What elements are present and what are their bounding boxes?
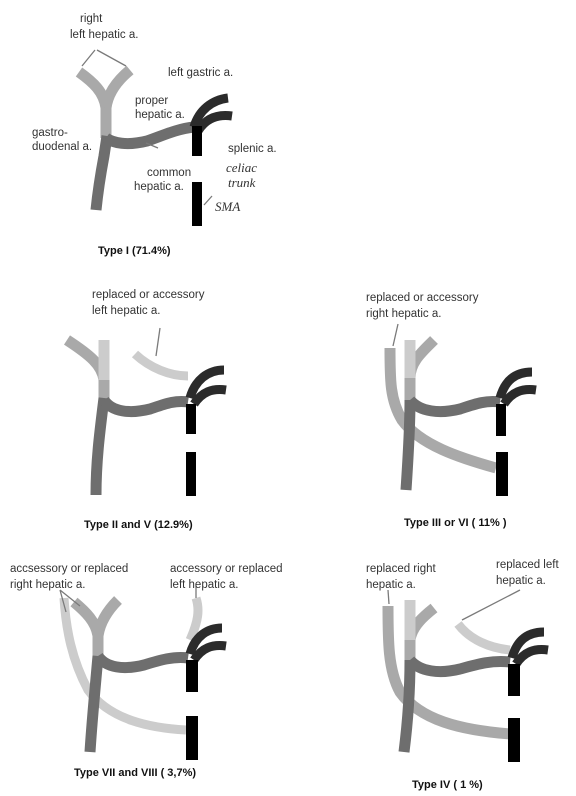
leader-line bbox=[388, 590, 389, 604]
caption-type-7: Type VII and VIII ( 3,7%) bbox=[74, 767, 196, 779]
caption-type-4: Type IV ( 1 %) bbox=[412, 779, 483, 791]
label-splenic: splenic a. bbox=[228, 143, 277, 155]
label-replaced-left-1: replaced or accessory bbox=[92, 289, 205, 301]
superior-mesenteric-artery bbox=[508, 718, 520, 762]
caption-type-1: Type I (71.4%) bbox=[98, 245, 171, 257]
label-left-hepatic: left hepatic a. bbox=[70, 29, 138, 41]
superior-mesenteric-artery bbox=[496, 452, 508, 496]
label-sma: SMA bbox=[215, 199, 240, 214]
label-proper-1: proper bbox=[135, 95, 168, 107]
label-accessory-right-1: accsessory or replaced bbox=[10, 563, 128, 575]
label-replaced-left-2: left hepatic a. bbox=[92, 305, 160, 317]
splenic-artery bbox=[504, 390, 536, 404]
label-replaced-right-1: replaced or accessory bbox=[366, 292, 479, 304]
label-accessory-left-1: accessory or replaced bbox=[170, 563, 283, 575]
replaced-left-hepatic-artery bbox=[458, 624, 510, 650]
label-replaced-right-2: hepatic a. bbox=[366, 579, 416, 591]
gastroduodenal-artery bbox=[404, 660, 410, 752]
splenic-artery bbox=[198, 116, 232, 131]
label-accessory-left-2: left hepatic a. bbox=[170, 579, 238, 591]
common-hepatic-artery bbox=[410, 400, 500, 412]
panel-type-7: accsessory or replaced right hepatic a. … bbox=[10, 563, 283, 779]
celiac-trunk bbox=[186, 660, 198, 692]
label-accessory-right-2: right hepatic a. bbox=[10, 579, 85, 591]
label-gastro-1: gastro- bbox=[32, 127, 68, 139]
panel-type-2: replaced or accessory left hepatic a. Ty… bbox=[67, 289, 226, 531]
label-celiac-2: trunk bbox=[228, 175, 256, 190]
gastroduodenal-artery bbox=[90, 656, 98, 752]
leader-line bbox=[156, 328, 160, 356]
superior-mesenteric-artery bbox=[186, 716, 198, 760]
label-replaced-right-2: right hepatic a. bbox=[366, 308, 441, 320]
splenic-artery bbox=[516, 650, 548, 664]
panel-type-3: replaced or accessory right hepatic a. T… bbox=[366, 292, 536, 529]
celiac-trunk bbox=[186, 404, 196, 434]
label-replaced-right-1: replaced right bbox=[366, 563, 436, 575]
replaced-left-hepatic-artery bbox=[135, 354, 188, 376]
label-gastro-2: duodenal a. bbox=[32, 141, 92, 153]
label-left-gastric: left gastric a. bbox=[168, 67, 233, 79]
label-replaced-left-1: replaced left bbox=[496, 559, 559, 571]
label-proper-2: hepatic a. bbox=[135, 109, 185, 121]
left-hepatic-artery bbox=[98, 600, 118, 636]
splenic-artery bbox=[194, 646, 226, 660]
label-common-1: common bbox=[147, 167, 191, 179]
leader-line bbox=[462, 590, 520, 620]
leader-line bbox=[204, 196, 212, 205]
common-hepatic-artery bbox=[98, 656, 188, 668]
superior-mesenteric-artery bbox=[192, 182, 202, 226]
superior-mesenteric-artery bbox=[186, 452, 196, 496]
label-celiac-1: celiac bbox=[226, 160, 257, 175]
common-hepatic-artery bbox=[410, 660, 510, 672]
common-hepatic-artery bbox=[106, 127, 194, 144]
leader-line bbox=[82, 50, 126, 66]
celiac-trunk bbox=[192, 126, 202, 156]
leader-line bbox=[393, 324, 398, 346]
right-hepatic-artery bbox=[67, 340, 104, 380]
gastroduodenal-artery bbox=[96, 136, 107, 210]
splenic-artery bbox=[194, 390, 226, 404]
caption-type-2: Type II and V (12.9%) bbox=[84, 519, 193, 531]
celiac-trunk bbox=[496, 404, 506, 436]
label-right: right bbox=[80, 13, 103, 25]
gastroduodenal-artery bbox=[96, 398, 104, 495]
panel-type-1: right left hepatic a. left gastric a. pr… bbox=[32, 13, 277, 257]
left-hepatic-artery bbox=[106, 70, 130, 108]
gastroduodenal-artery bbox=[406, 400, 410, 490]
label-common-2: hepatic a. bbox=[134, 181, 184, 193]
caption-type-3: Type III or VI ( 11% ) bbox=[404, 517, 507, 529]
common-hepatic-artery bbox=[104, 400, 188, 412]
celiac-trunk bbox=[508, 664, 520, 696]
label-replaced-left-2: hepatic a. bbox=[496, 575, 546, 587]
panel-type-4: replaced right hepatic a. replaced left … bbox=[366, 559, 559, 791]
